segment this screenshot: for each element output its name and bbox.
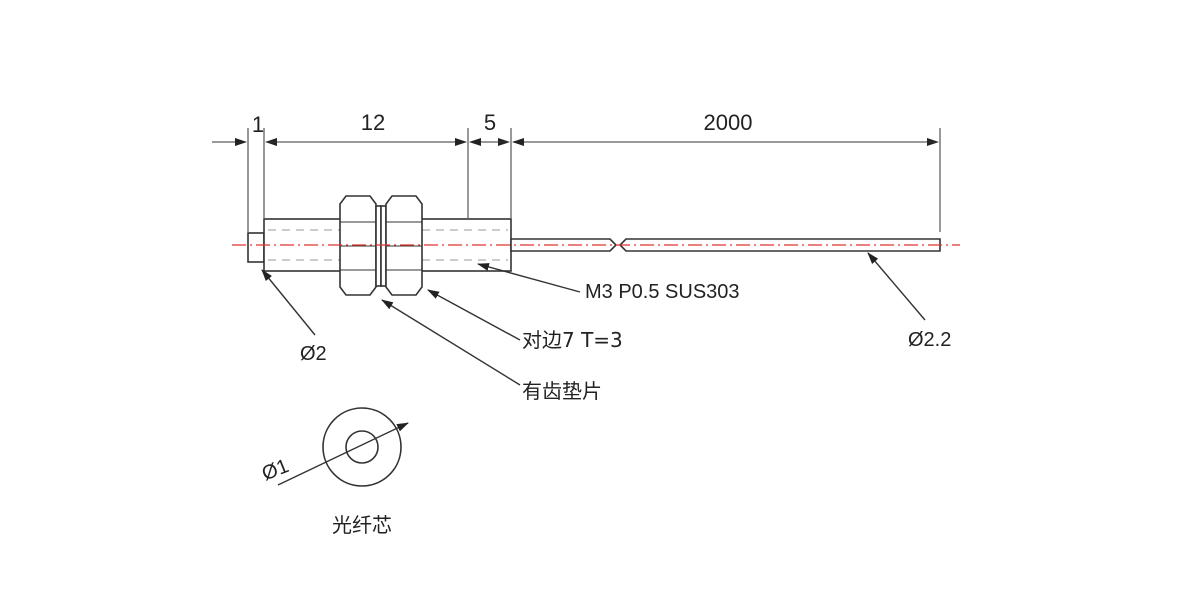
thread-spec-label: M3 P0.5 SUS303 [585,281,740,303]
dim-12-label: 12 [361,110,385,135]
washer-label: 有齿垫片 [522,379,602,403]
fiber-core-section [277,407,409,487]
cable-diameter-label: Ø2.2 [908,329,951,351]
tip-diameter-label: Ø2 [300,343,327,365]
fiber-tip [247,232,265,263]
hex-nut-label: 对边7 T=3 [522,328,623,352]
leader-lines [261,252,926,386]
dim-1-label: 1 [252,112,264,137]
core-label: 光纤芯 [332,513,392,537]
dim-2000-label: 2000 [704,110,753,135]
extension-lines [247,128,941,232]
core-inner-circle [345,430,379,464]
dim-5-label: 5 [484,110,496,135]
